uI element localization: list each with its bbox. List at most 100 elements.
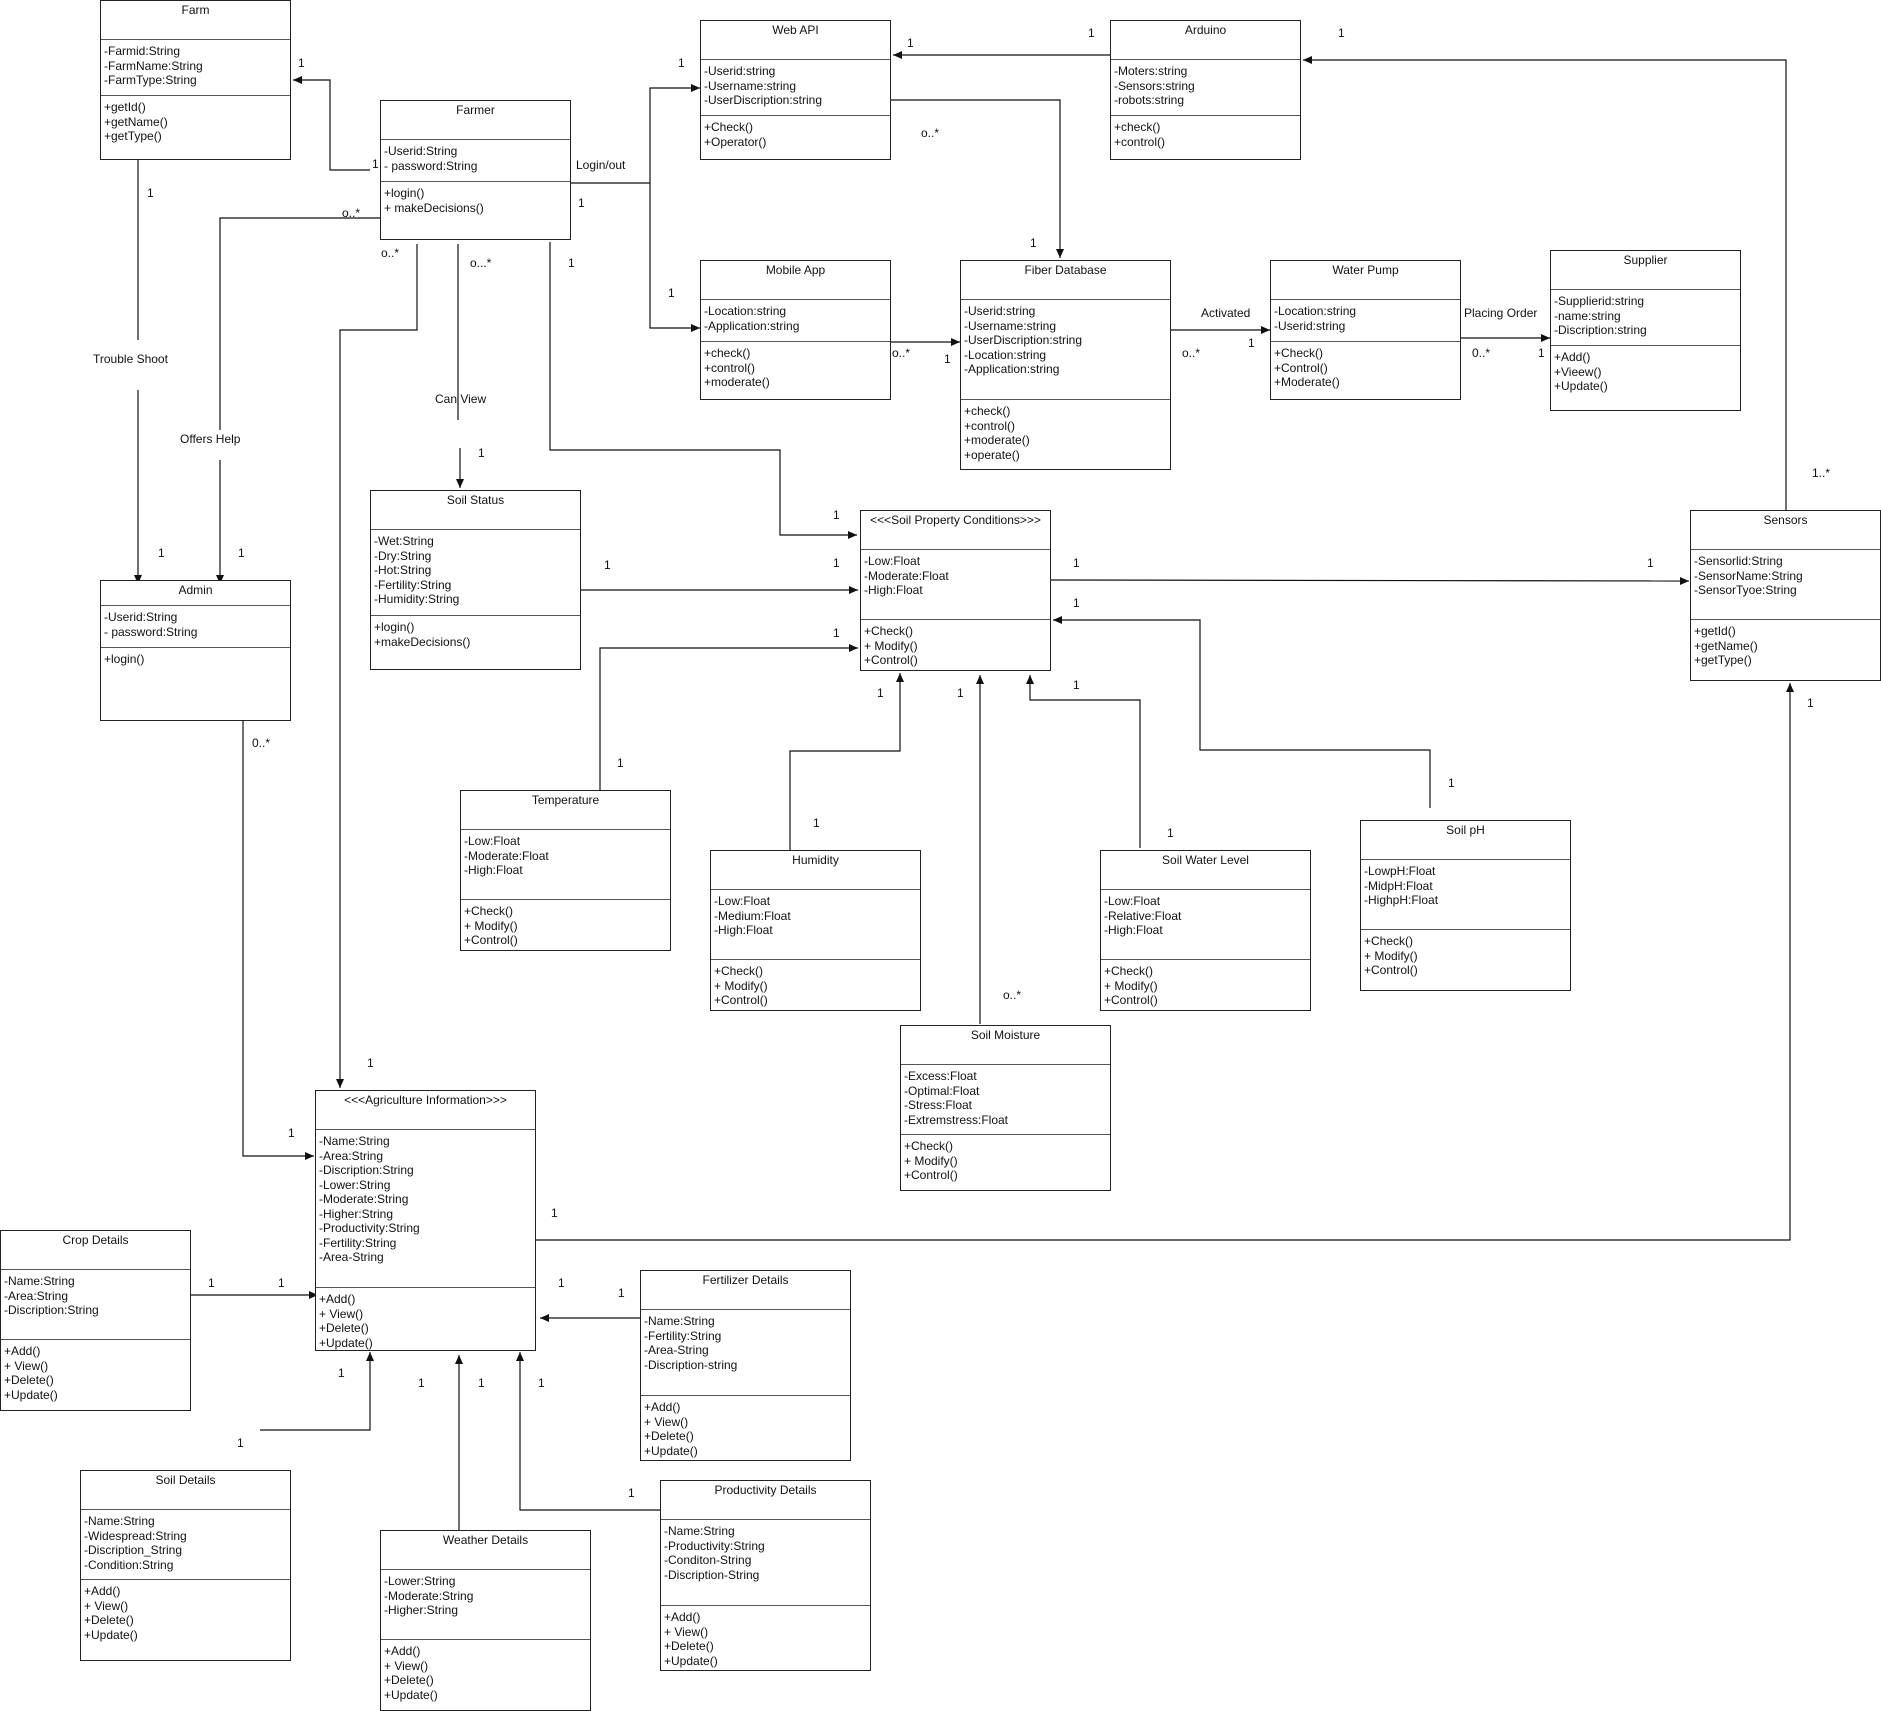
class-sensors[interactable]: Sensors -Sensorlid:String-SensorName:Str…: [1690, 510, 1881, 681]
class-soil-moisture[interactable]: Soil Moisture -Excess:Float-Optimal:Floa…: [900, 1025, 1111, 1191]
class-soil-property-conditions[interactable]: <<<Soil Property Conditions>>> -Low:Floa…: [860, 510, 1051, 671]
methods: +check()+control()+moderate()+operate(): [961, 399, 1170, 469]
methods: +Add()+ View()+Delete()+Update(): [1, 1339, 190, 1410]
methods: +Add()+ View()+Delete()+Update(): [661, 1605, 870, 1670]
attributes: -Low:Float-Medium:Float-High:Float: [711, 889, 920, 964]
class-title: Farm: [181, 3, 210, 17]
attributes: -Name:String-Widespread:String-Discripti…: [81, 1509, 290, 1584]
class-title: Farmer: [456, 103, 495, 117]
multiplicity: 1: [1538, 346, 1545, 360]
class-soil-water-level[interactable]: Soil Water Level -Low:Float-Relative:Flo…: [1100, 850, 1311, 1011]
multiplicity: 1: [367, 1056, 374, 1070]
class-crop-details[interactable]: Crop Details -Name:String-Area:String-Di…: [0, 1230, 191, 1411]
methods: +Check()+ Modify()+Control(): [901, 1134, 1110, 1190]
multiplicity: 1: [833, 626, 840, 640]
class-title: Admin: [178, 583, 213, 597]
class-farmer[interactable]: Farmer -Userid:String- password:String +…: [380, 100, 571, 240]
multiplicity: 1: [478, 1376, 485, 1390]
multiplicity: o..*: [381, 246, 400, 260]
multiplicity: 1: [1167, 826, 1174, 840]
attributes: -Userid:string-Username:string-UserDiscr…: [961, 299, 1170, 404]
class-fertilizer-details[interactable]: Fertilizer Details -Name:String-Fertilit…: [640, 1270, 851, 1461]
class-title: Soil Moisture: [970, 1028, 1041, 1042]
multiplicity: 1: [604, 558, 611, 572]
class-humidity[interactable]: Humidity -Low:Float-Medium:Float-High:Fl…: [710, 850, 921, 1011]
multiplicity: 1: [617, 756, 624, 770]
attributes: -Name:String-Area:String-Discription:Str…: [316, 1129, 535, 1292]
methods: +check()+control()+moderate(): [701, 341, 890, 399]
methods: +login()+makeDecisions(): [371, 615, 580, 669]
multiplicity: 1: [628, 1486, 635, 1500]
multiplicity: 1: [288, 1126, 295, 1140]
methods: +Add()+ View()+Delete()+Update(): [81, 1579, 290, 1660]
multiplicity: o..*: [921, 126, 940, 140]
multiplicity: 1: [833, 508, 840, 522]
methods: +login(): [101, 647, 290, 720]
attributes: -Excess:Float-Optimal:Float-Stress:Float…: [901, 1064, 1110, 1139]
methods: +Add()+ View()+Delete()+Update(): [381, 1639, 590, 1710]
class-water-pump[interactable]: Water Pump -Location:string-Userid:strin…: [1270, 260, 1461, 400]
class-productivity-details[interactable]: Productivity Details -Name:String-Produc…: [660, 1480, 871, 1671]
methods: +getId()+getName()+getType(): [1691, 619, 1880, 680]
class-title: Arduino: [1184, 23, 1227, 37]
methods: +Check()+ Modify()+Control(): [1101, 959, 1310, 1010]
multiplicity: o..*: [1003, 988, 1022, 1002]
class-weather-details[interactable]: Weather Details -Lower:String-Moderate:S…: [380, 1530, 591, 1711]
relation-label-activated: Activated: [1201, 306, 1251, 320]
multiplicity: 1: [237, 1436, 244, 1450]
class-admin[interactable]: Admin -Userid:String- password:String +l…: [100, 580, 291, 721]
attributes: -Location:string-Userid:string: [1271, 299, 1460, 346]
attributes: -Supplierid:string-name:string-Discripti…: [1551, 289, 1740, 350]
methods: +Check()+ Modify()+Control(): [861, 619, 1050, 670]
class-title: Mobile App: [765, 263, 826, 277]
multiplicity: 1: [1807, 696, 1814, 710]
multiplicity: 1: [238, 546, 245, 560]
multiplicity: o..*: [892, 346, 911, 360]
class-supplier[interactable]: Supplier -Supplierid:string-name:string-…: [1550, 250, 1741, 411]
relation-label-can-view: Can View: [435, 392, 487, 406]
multiplicity: 1: [278, 1276, 285, 1290]
attributes: -Userid:String- password:String: [381, 139, 570, 186]
class-soil-ph[interactable]: Soil pH -LowpH:Float-MidpH:Float-HighpH:…: [1360, 820, 1571, 991]
multiplicity: 1: [1248, 336, 1255, 350]
class-arduino[interactable]: Arduino -Moters:string-Sensors:string-ro…: [1110, 20, 1301, 160]
class-title: Web API: [772, 23, 819, 37]
multiplicity: 1: [1073, 556, 1080, 570]
class-mobile-app[interactable]: Mobile App -Location:string-Application:…: [700, 260, 891, 400]
multiplicity: 1: [833, 556, 840, 570]
multiplicity: 1: [558, 1276, 565, 1290]
class-temperature[interactable]: Temperature -Low:Float-Moderate:Float-Hi…: [460, 790, 671, 951]
class-fiber-database[interactable]: Fiber Database -Userid:string-Username:s…: [960, 260, 1171, 470]
methods: +Add()+ View()+Delete()+Update(): [641, 1395, 850, 1460]
class-farm[interactable]: Farm -Farmid:String-FarmName:String-Farm…: [100, 0, 291, 160]
multiplicity: 1: [907, 36, 914, 50]
attributes: -Location:string-Application:string: [701, 299, 890, 346]
class-title: Supplier: [1623, 253, 1668, 267]
multiplicity: 1: [208, 1276, 215, 1290]
multiplicity: 1: [418, 1376, 425, 1390]
multiplicity: o..*: [1182, 346, 1201, 360]
class-title: Soil Status: [446, 493, 505, 507]
multiplicity: 1: [551, 1206, 558, 1220]
multiplicity: 1: [877, 686, 884, 700]
class-agriculture-information[interactable]: <<<Agriculture Information>>> -Name:Stri…: [315, 1090, 536, 1351]
class-soil-status[interactable]: Soil Status -Wet:String-Dry:String-Hot:S…: [370, 490, 581, 670]
multiplicity: 0..*: [252, 736, 271, 750]
multiplicity: 1: [618, 1286, 625, 1300]
attributes: -Lower:String-Moderate:String-Higher:Str…: [381, 1569, 590, 1644]
multiplicity: 1: [478, 446, 485, 460]
relation-label-login-out: Login/out: [576, 158, 626, 172]
methods: +Check()+ Modify()+Control(): [711, 959, 920, 1010]
attributes: -Sensorlid:String-SensorName:String-Sens…: [1691, 549, 1880, 624]
class-web-api[interactable]: Web API -Userid:string-Username:string-U…: [700, 20, 891, 160]
methods: +Add()+ View()+Delete()+Update(): [316, 1287, 535, 1350]
methods: +Check()+Operator(): [701, 115, 890, 159]
class-soil-details[interactable]: Soil Details -Name:String-Widespread:Str…: [80, 1470, 291, 1661]
methods: +login()+ makeDecisions(): [381, 181, 570, 239]
class-title: Sensors: [1763, 513, 1808, 527]
multiplicity: 0..*: [1472, 346, 1491, 360]
multiplicity: 1: [1030, 236, 1037, 250]
attributes: -Wet:String-Dry:String-Hot:String-Fertil…: [371, 529, 580, 620]
multiplicity: 1: [668, 286, 675, 300]
